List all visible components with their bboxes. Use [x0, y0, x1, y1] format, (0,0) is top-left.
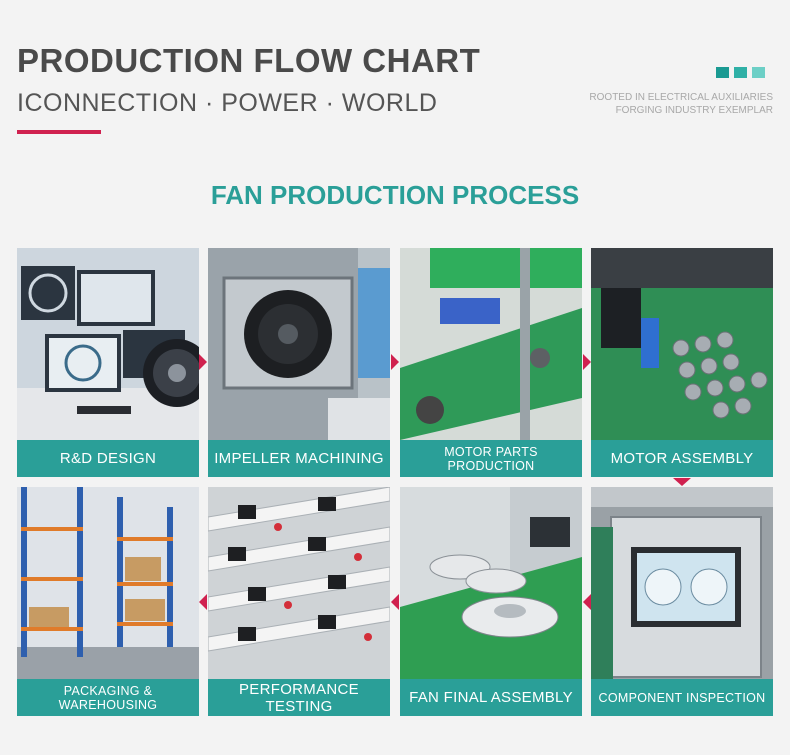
impeller-machining-photo	[208, 248, 390, 440]
step-label: COMPONENT INSPECTION	[591, 679, 773, 716]
step-card-component-inspection: COMPONENT INSPECTION	[591, 487, 773, 716]
step-card-impeller-machining: IMPELLER MACHINING	[208, 248, 390, 477]
motor-assembly-photo	[591, 248, 773, 440]
flow-arrow-left-icon	[391, 594, 399, 610]
step-label: MOTOR PARTS PRODUCTION	[400, 440, 582, 477]
step-card-rd-design: R&D DESIGN	[17, 248, 199, 477]
inspection-panel-photo	[591, 487, 773, 679]
flow-arrow-right-icon	[583, 354, 591, 370]
flow-arrow-right-icon	[391, 354, 399, 370]
section-title: FAN PRODUCTION PROCESS	[210, 180, 580, 210]
step-label: R&D DESIGN	[17, 440, 199, 477]
slogan-line-1: ROOTED IN ELECTRICAL AUXILIARIES	[589, 92, 773, 103]
step-label: MOTOR ASSEMBLY	[591, 440, 773, 477]
step-card-packaging-warehousing: PACKAGING & WAREHOUSING	[17, 487, 199, 716]
title-underline	[17, 130, 101, 134]
flow-arrow-right-icon	[199, 354, 207, 370]
step-label: PERFORMANCE TESTING	[208, 679, 390, 716]
performance-testing-photo	[208, 487, 390, 679]
step-label: FAN FINAL ASSEMBLY	[400, 679, 582, 716]
step-card-motor-assembly: MOTOR ASSEMBLY	[591, 248, 773, 477]
step-card-performance-testing: PERFORMANCE TESTING	[208, 487, 390, 716]
slogan-line-2: FORGING INDUSTRY EXEMPLAR	[615, 105, 773, 116]
step-label: IMPELLER MACHINING	[208, 440, 390, 477]
design-workstation-photo	[17, 248, 199, 440]
step-card-fan-final-assembly: FAN FINAL ASSEMBLY	[400, 487, 582, 716]
page-subtitle: ICONNECTION · POWER · WORLD	[17, 89, 438, 117]
warehouse-shelves-photo	[17, 487, 199, 679]
decorative-squares-icon	[716, 67, 765, 78]
page-title: PRODUCTION FLOW CHART	[17, 42, 481, 79]
slogan: ROOTED IN ELECTRICAL AUXILIARIES FORGING…	[589, 91, 773, 117]
fan-final-assembly-photo	[400, 487, 582, 679]
step-label: PACKAGING & WAREHOUSING	[17, 679, 199, 716]
step-card-motor-parts-production: MOTOR PARTS PRODUCTION	[400, 248, 582, 477]
flow-arrow-left-icon	[583, 594, 591, 610]
flow-arrow-down-icon	[673, 478, 691, 486]
motor-parts-photo	[400, 248, 582, 440]
flow-arrow-left-icon	[199, 594, 207, 610]
